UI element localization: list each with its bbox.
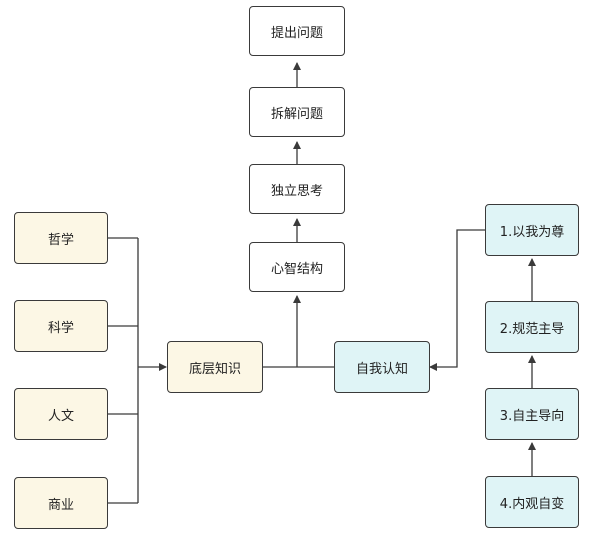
node-science-label: 科学 bbox=[47, 320, 74, 336]
node-mental-structure: 心智结构 bbox=[249, 242, 345, 292]
node-business-label: 商业 bbox=[47, 497, 74, 513]
node-decompose-question-label: 拆解问题 bbox=[270, 106, 323, 122]
node-science: 科学 bbox=[14, 300, 108, 352]
node-mental-structure-label: 心智结构 bbox=[270, 261, 323, 277]
node-independent-thinking: 独立思考 bbox=[249, 164, 345, 214]
node-step-3-label: 3.自主导向 bbox=[499, 408, 565, 424]
node-philosophy: 哲学 bbox=[14, 212, 108, 264]
node-independent-thinking-label: 独立思考 bbox=[270, 183, 323, 199]
node-philosophy-label: 哲学 bbox=[47, 232, 74, 248]
node-humanities-label: 人文 bbox=[47, 408, 74, 424]
node-business: 商业 bbox=[14, 477, 108, 529]
node-step-4: 4.内观自变 bbox=[485, 476, 579, 528]
node-step-4-label: 4.内观自变 bbox=[499, 496, 565, 512]
node-step-1-label: 1.以我为尊 bbox=[499, 224, 565, 240]
node-raise-question-label: 提出问题 bbox=[270, 25, 323, 41]
edge-step1-to-self bbox=[429, 229, 485, 371]
node-base-knowledge-label: 底层知识 bbox=[188, 361, 241, 377]
node-step-2-label: 2.规范主导 bbox=[499, 321, 565, 337]
node-step-1: 1.以我为尊 bbox=[485, 204, 579, 256]
node-humanities: 人文 bbox=[14, 388, 108, 440]
node-self-awareness-label: 自我认知 bbox=[355, 361, 408, 377]
node-self-awareness: 自我认知 bbox=[334, 341, 430, 393]
node-step-2: 2.规范主导 bbox=[485, 301, 579, 353]
node-step-3: 3.自主导向 bbox=[485, 388, 579, 440]
node-base-knowledge: 底层知识 bbox=[167, 341, 263, 393]
node-raise-question: 提出问题 bbox=[249, 6, 345, 56]
node-decompose-question: 拆解问题 bbox=[249, 87, 345, 137]
